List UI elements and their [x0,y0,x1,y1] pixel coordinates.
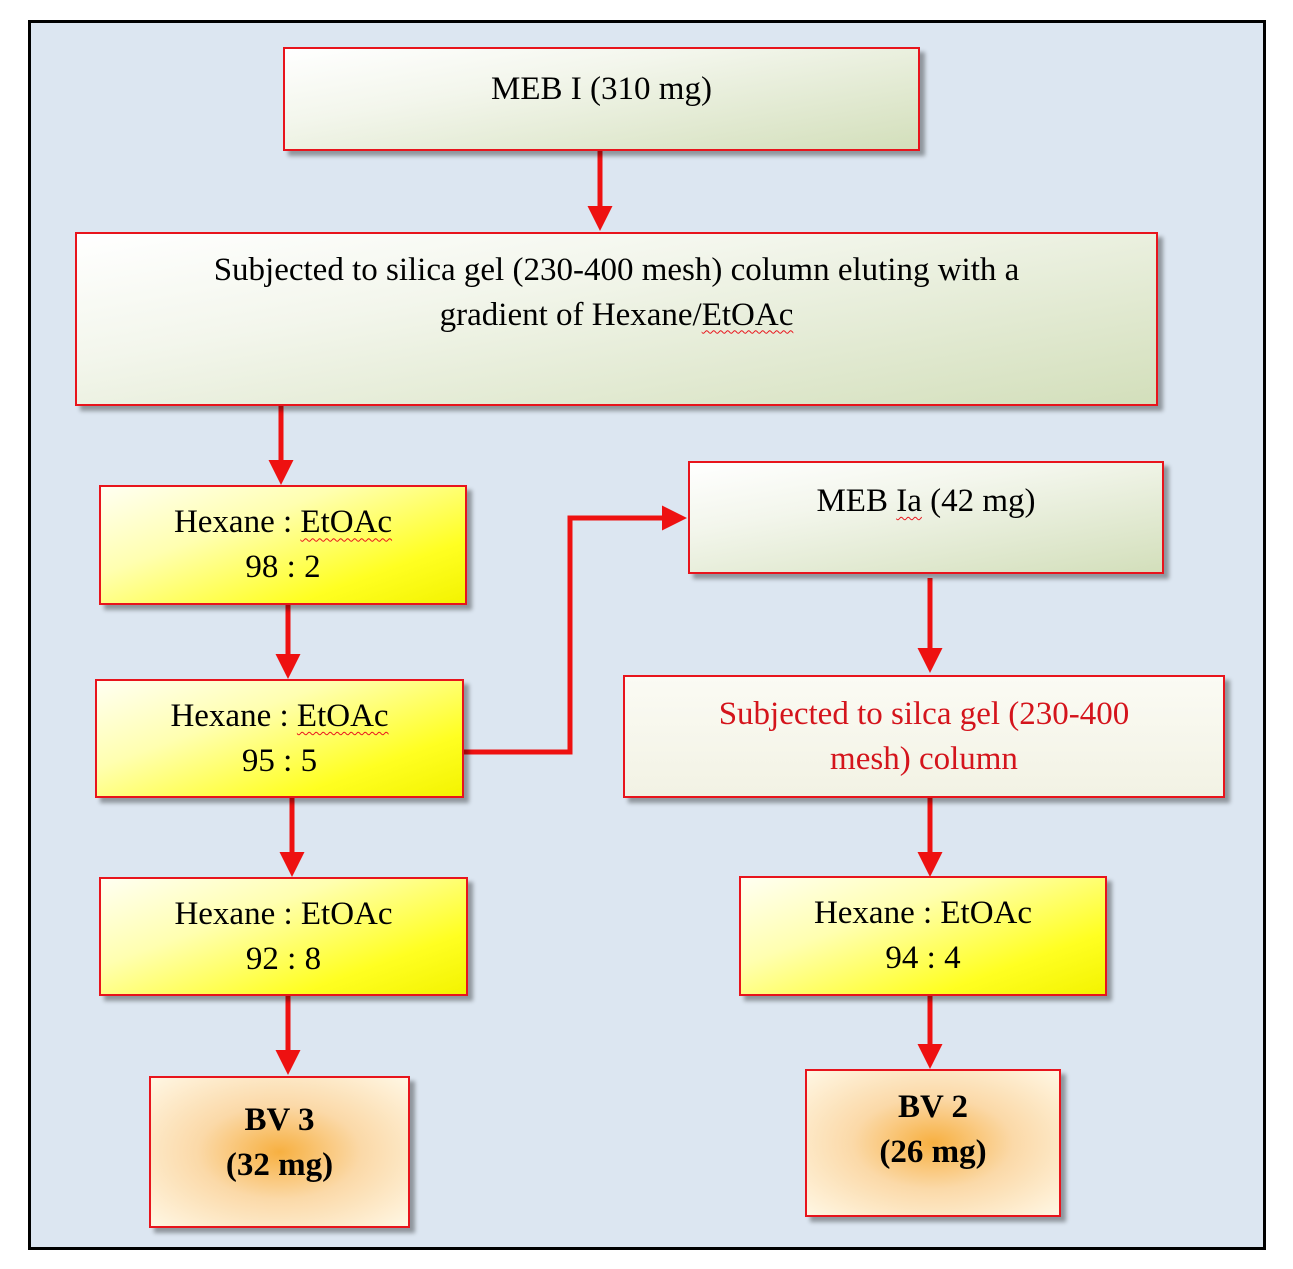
bv3-name: BV 3 [244,1102,315,1138]
fraction-95-5-ratio: 95 : 5 [241,742,318,779]
node-column1-line2: gradient of Hexane/EtOAc [440,293,794,338]
fraction-94-4-ratio: 94 : 4 [885,940,961,976]
fraction-92-8-ratio: 92 : 8 [245,940,322,977]
bv2-name: BV 2 [898,1089,968,1125]
node-bv2: BV 2 (26 mg) [805,1069,1061,1217]
arrow-f95-to-meb1a [464,505,687,755]
node-column2-line2: mesh) column [830,740,1018,777]
node-bv3: BV 3 (32 mg) [149,1076,410,1228]
node-fraction-95-5: Hexane : EtOAc 95 : 5 [95,679,464,798]
meb1a-pre: MEB [816,483,897,519]
fraction-98-2-solvent-b: EtOAc [300,504,393,541]
node-column1-line1: Subjected to silica gel (230-400 mesh) c… [213,252,1020,288]
fraction-94-4-solvent: Hexane : EtOAc [813,895,1033,932]
fraction-95-5-solvent-a: Hexane : [170,697,297,734]
node-column1-line2-text: gradient of Hexane/ [439,296,702,333]
bv3-mass: (32 mg) [225,1146,334,1183]
node-column2: Subjected to silca gel (230-400 mesh) co… [623,675,1225,798]
fraction-95-5-solvent-b: EtOAc [296,697,389,734]
node-column1-line2-underlined: EtOAc [701,296,794,333]
node-meb1a: MEB Ia (42 mg) [688,461,1164,574]
bv2-mass: (26 mg) [879,1133,987,1170]
node-meb1a-label: MEB Ia (42 mg) [816,479,1035,524]
fraction-98-2-solvent: Hexane : EtOAc [174,500,392,545]
fraction-98-2-solvent-a: Hexane : [173,504,301,541]
meb1a-underlined: Ia [896,483,922,519]
meb1a-post: (42 mg) [921,483,1036,519]
node-meb1: MEB I (310 mg) [283,47,920,151]
node-fraction-98-2: Hexane : EtOAc 98 : 2 [99,485,467,605]
node-column1: Subjected to silica gel (230-400 mesh) c… [75,232,1158,406]
node-meb1-label: MEB I (310 mg) [491,71,712,107]
fraction-95-5-solvent: Hexane : EtOAc [170,694,388,739]
diagram-frame [28,20,1266,1250]
node-fraction-94-4: Hexane : EtOAc 94 : 4 [739,876,1107,996]
node-column2-line1: Subjected to silca gel (230-400 [718,695,1130,732]
fraction-92-8-solvent: Hexane : EtOAc [174,895,393,932]
node-fraction-92-8: Hexane : EtOAc 92 : 8 [99,877,468,996]
fraction-98-2-ratio: 98 : 2 [245,549,321,585]
